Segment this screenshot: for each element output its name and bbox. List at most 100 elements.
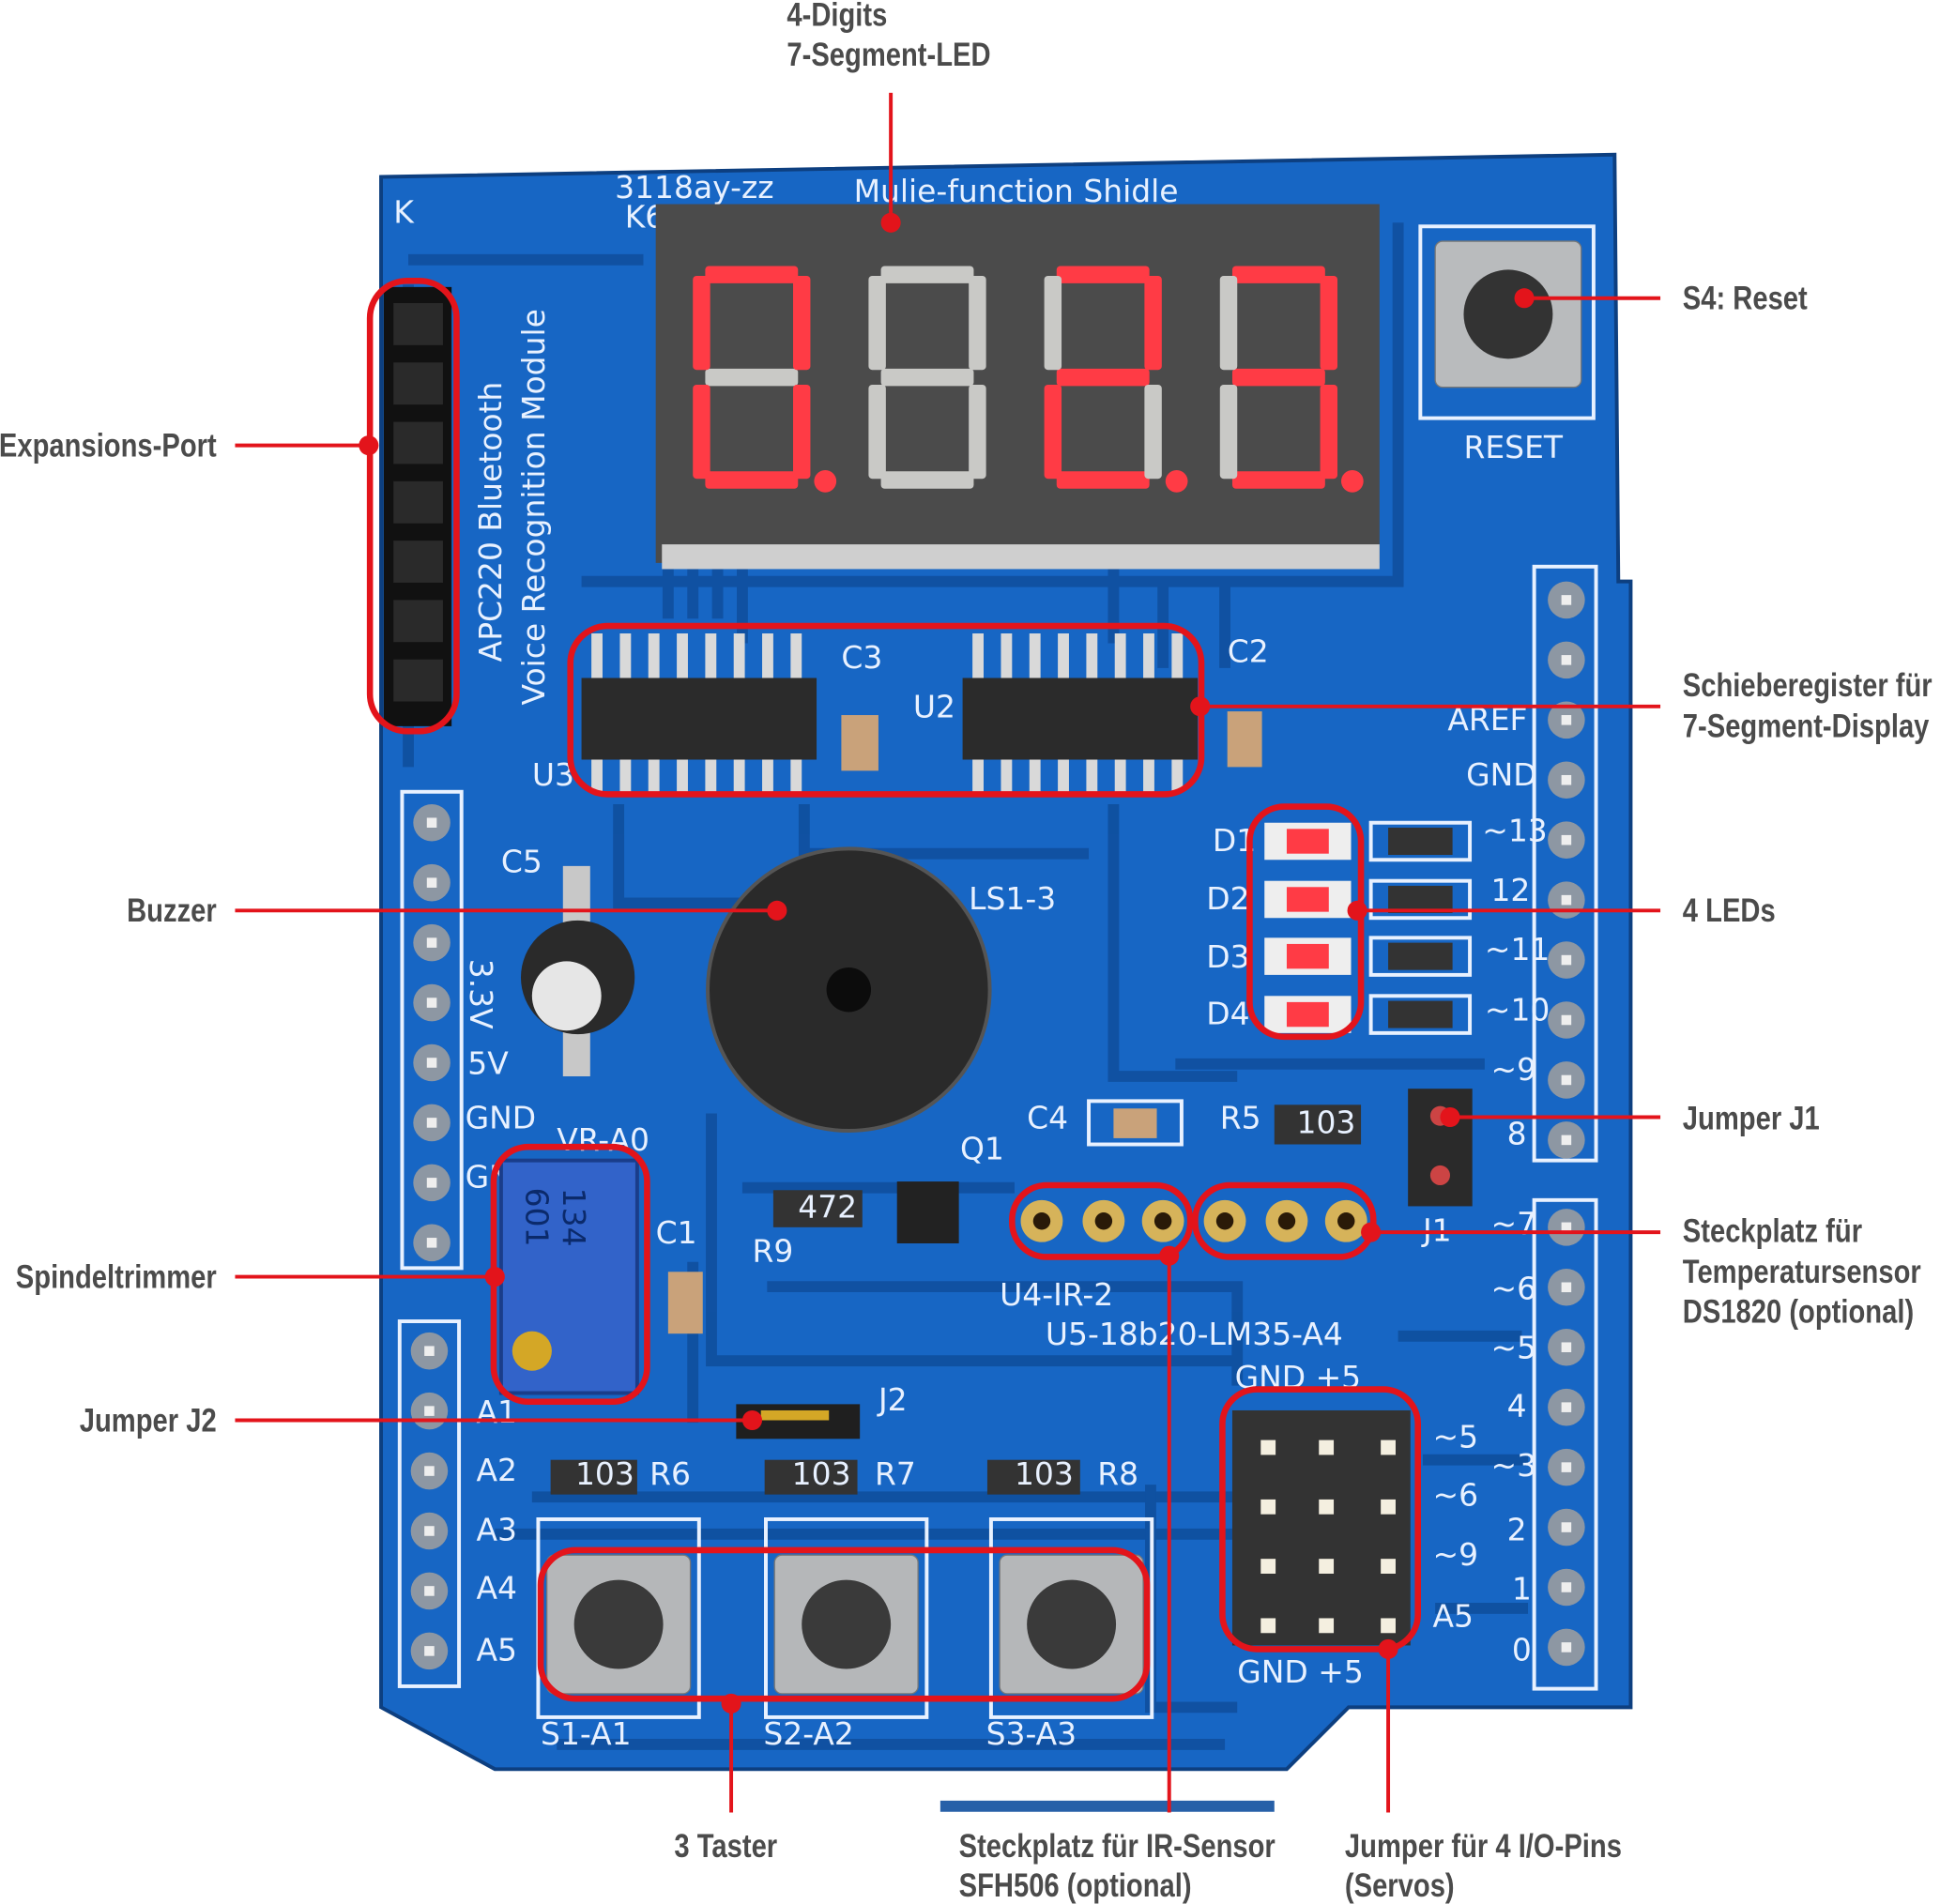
trimmer-screw[interactable] [512, 1331, 552, 1371]
reset-button[interactable]: RESET [1418, 224, 1596, 465]
ic-pin [1143, 759, 1154, 792]
label-servo-line1: Jumper für 4 I/O-Pins [1345, 1827, 1622, 1864]
shift-register-u3 [581, 633, 817, 792]
segment-d [880, 471, 974, 489]
silk-s1: S1-A1 [541, 1715, 632, 1752]
label-servo-line2: (Servos) [1345, 1866, 1455, 1903]
segment-g [1056, 368, 1150, 387]
pin-tip [426, 817, 437, 829]
pin-tip [424, 1586, 435, 1596]
ic-pin [790, 633, 802, 678]
socket-hole [1215, 1212, 1234, 1230]
segment-b [1144, 276, 1162, 371]
silk-r9: R9 [752, 1233, 793, 1270]
capacitor-c5 [520, 865, 635, 1076]
pin-tip [1561, 1462, 1572, 1472]
push-button[interactable] [988, 1517, 1154, 1719]
servo-jumper-block[interactable] [1231, 1409, 1411, 1646]
silk-u2: U2 [913, 689, 955, 725]
silk-s2: S2-A2 [763, 1715, 854, 1752]
header-slot [393, 480, 443, 524]
pin-tip [1561, 774, 1572, 785]
silk-a4: A4 [477, 1569, 517, 1606]
ic-pin [733, 633, 745, 678]
resistor-code: 103 [575, 1455, 634, 1492]
led-lit [1286, 829, 1329, 854]
pin-tip [1561, 1642, 1572, 1653]
ic-pin [648, 759, 660, 792]
ic-pin [1143, 633, 1154, 678]
silk-module2: Voice Recognition Module [515, 309, 552, 705]
led-lit [1286, 943, 1329, 969]
resistor-r7: 103 [764, 1455, 858, 1495]
pin-label: 4 [1507, 1388, 1527, 1424]
push-button[interactable] [536, 1517, 701, 1719]
servo-pin [1260, 1499, 1276, 1515]
header-slot [393, 600, 443, 643]
resistor-code: 103 [1297, 1104, 1356, 1141]
silk-3v3: 3.3V [463, 959, 499, 1029]
header-slot [393, 541, 443, 583]
silk-s6: ~6 [1433, 1476, 1479, 1513]
ic-pin [972, 759, 985, 792]
pin-tip [1561, 1014, 1572, 1026]
spindle-trimmer[interactable]: 134 601 [498, 1158, 639, 1395]
push-button[interactable] [764, 1517, 929, 1719]
servo-pin [1319, 1499, 1335, 1515]
ic-pin [1171, 633, 1184, 678]
pin-tip [426, 877, 437, 888]
jumper-j1[interactable] [1408, 1089, 1473, 1207]
silk-gnd-5-bottom: GND +5 [1237, 1653, 1364, 1690]
pin-tip [1561, 894, 1572, 906]
capacitor-c3 [841, 715, 878, 771]
ic-pin [677, 633, 688, 678]
resistor-r6: 103 [550, 1455, 637, 1495]
silk-gnd: GND [1466, 756, 1537, 793]
label-temp-line3: DS1820 (optional) [1683, 1293, 1914, 1330]
c4-outline [1087, 1099, 1184, 1147]
silk-d2: D2 [1206, 880, 1249, 917]
silk-s5: ~5 [1433, 1419, 1479, 1455]
segment-f [693, 276, 710, 371]
silk-c5: C5 [501, 843, 542, 879]
pin-label: 1 [1512, 1571, 1532, 1607]
silk-u5: U5-18b20-LM35-A4 [1046, 1316, 1343, 1352]
silk-c3: C3 [841, 639, 882, 676]
capacitor-c1 [667, 1272, 703, 1334]
pin-label: ~10 [1485, 992, 1550, 1028]
header-slot [393, 659, 443, 702]
silk-r8: R8 [1097, 1455, 1138, 1492]
pin-tip [424, 1646, 435, 1656]
display-digit [1044, 266, 1188, 493]
capacitor-c2 [1227, 711, 1262, 768]
trimmer-code: 134 [556, 1188, 592, 1247]
silk-d4: D4 [1206, 996, 1249, 1032]
resistor-outline [1368, 878, 1473, 921]
silk-u3: U3 [532, 756, 574, 793]
pin-label: 0 [1512, 1631, 1532, 1668]
display-digit [868, 266, 986, 489]
label-display-line2: 7-Segment-LED [787, 36, 990, 72]
ic-pin [591, 759, 603, 792]
resistor-outline [1368, 936, 1473, 977]
decimal-point [814, 469, 837, 493]
segment-f [1219, 276, 1238, 371]
silk-r7: R7 [875, 1455, 916, 1492]
ic-pin [1114, 633, 1126, 678]
resistor-outline [1368, 820, 1473, 862]
display-digit [693, 266, 837, 493]
label-shift-line2: 7-Segment-Display [1683, 708, 1930, 744]
servo-pin [1260, 1559, 1276, 1574]
segment-a [705, 266, 799, 283]
resistor-r5: 103 [1274, 1104, 1362, 1145]
segment-g [880, 368, 974, 387]
pin-tip [1561, 1074, 1572, 1086]
highlight-ir-socket [1009, 1181, 1194, 1260]
jumper-j2[interactable] [736, 1404, 861, 1439]
pin-tip [426, 1118, 437, 1128]
pin-label: 2 [1507, 1511, 1527, 1547]
ic-pin [1001, 633, 1013, 678]
ic-pin [619, 633, 632, 678]
segment-g [705, 368, 799, 387]
